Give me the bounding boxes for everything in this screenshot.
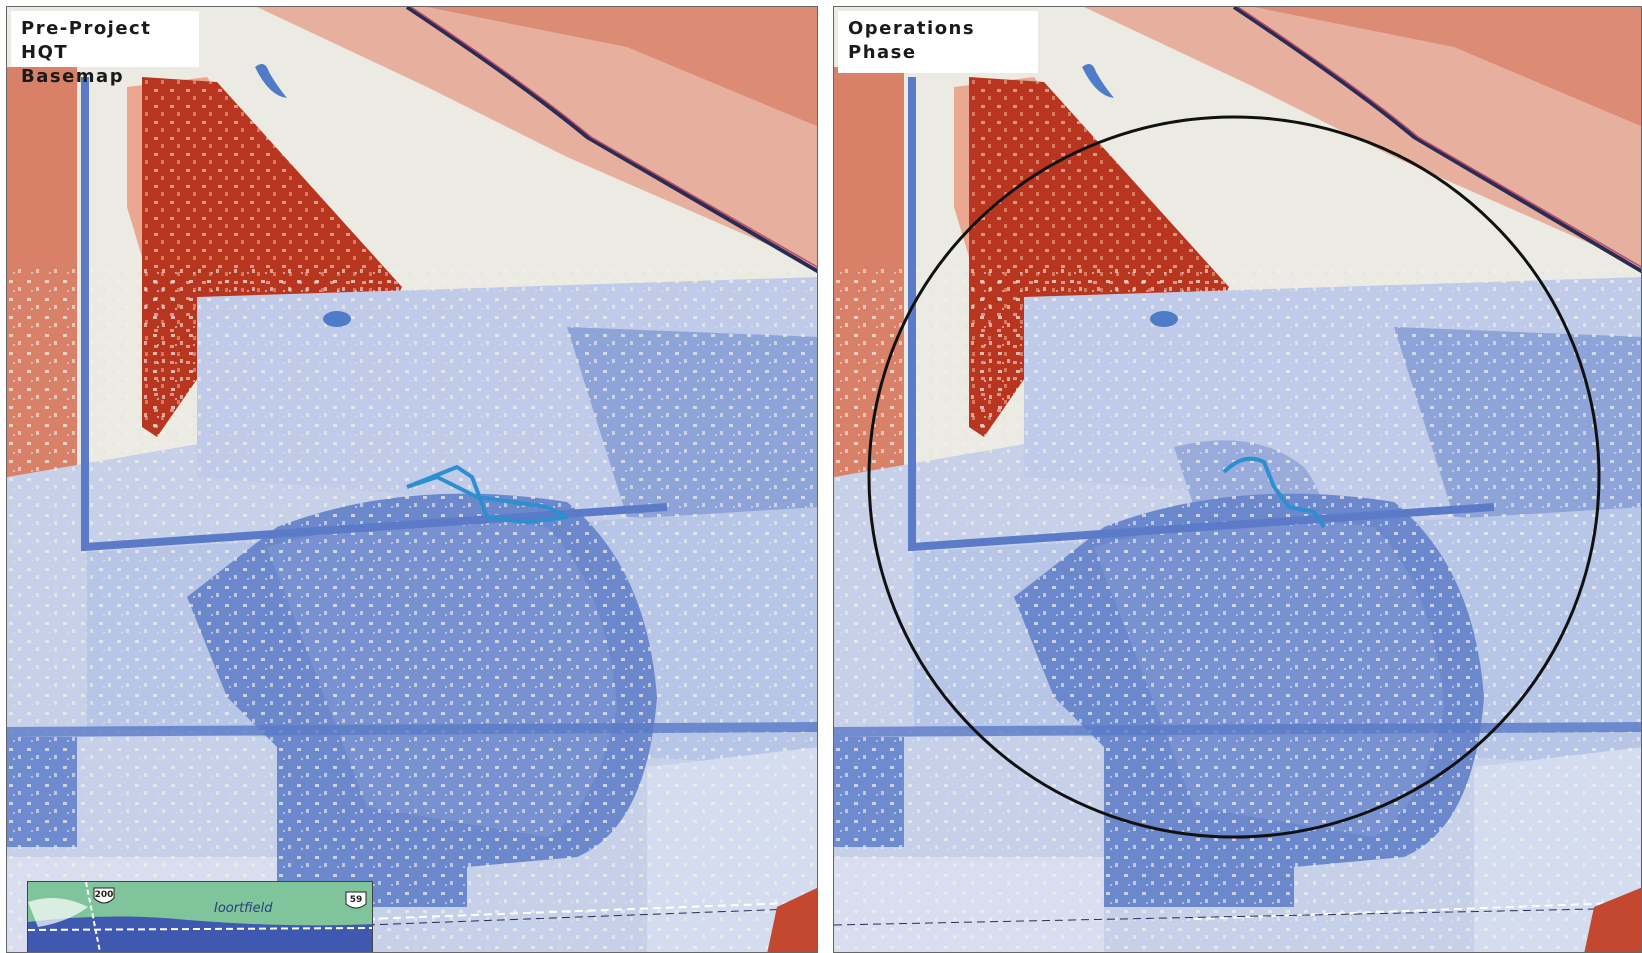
map-graphic-pre-project — [7, 7, 817, 952]
locator-inset-map: 200 59 Ioortfield — [27, 881, 373, 952]
map-panel-operations: Operations Phase — [833, 6, 1642, 953]
locator-inset-graphic: 200 59 Ioortfield — [28, 882, 372, 952]
shield-label: 200 — [95, 890, 114, 900]
panel-title-line: Basemap — [21, 66, 125, 87]
panel-title-line: Operations — [848, 18, 976, 39]
panel-title-operations: Operations Phase — [838, 11, 1038, 73]
panel-title-line: Phase — [848, 42, 917, 63]
map-graphic-operations — [834, 7, 1641, 952]
highway-shield-icon: 200 — [93, 887, 115, 904]
shield-label: 59 — [350, 895, 363, 905]
inset-town-label: Ioortfield — [214, 901, 273, 916]
panel-title-line: Pre-Project HQT — [21, 18, 152, 63]
map-panel-pre-project: Pre-Project HQT Basemap 200 59 Ioortfiel… — [6, 6, 818, 953]
panel-title-pre-project: Pre-Project HQT Basemap — [11, 11, 199, 87]
highway-shield-icon: 59 — [345, 891, 367, 909]
impact-circle-icon — [867, 115, 1601, 839]
